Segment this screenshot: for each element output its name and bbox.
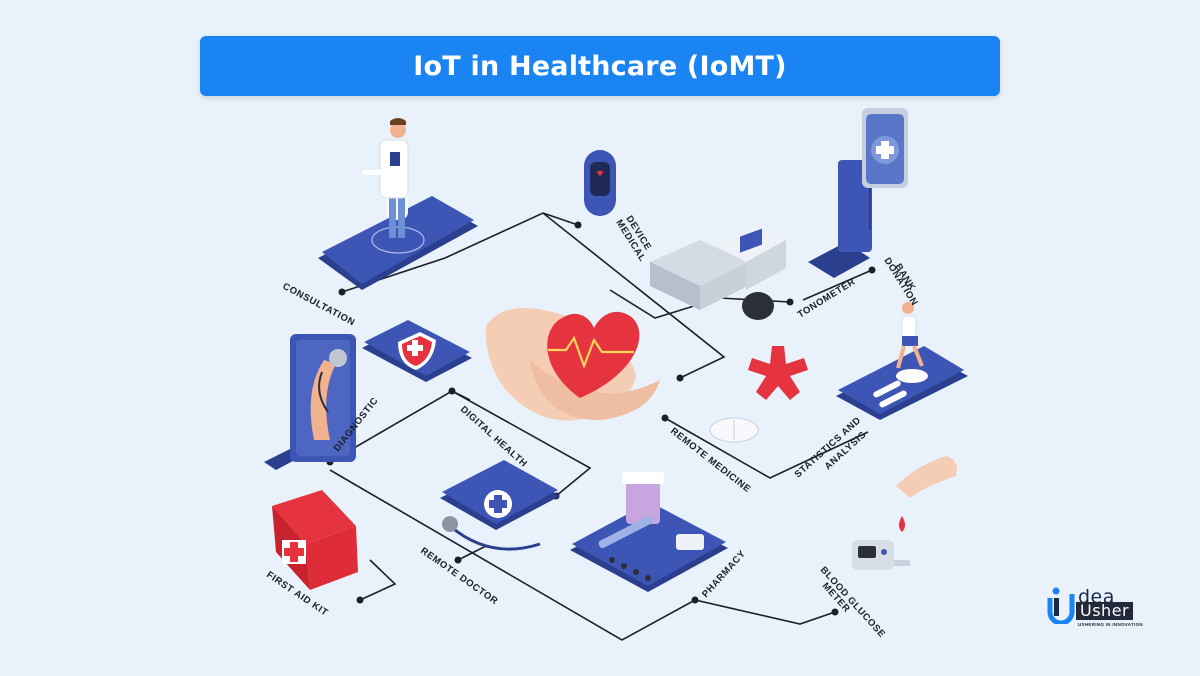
consultation-tablet-illustration [318,118,478,290]
connector-lines [329,212,873,641]
node-dot [868,266,876,274]
label-consultation: CONSULTATION [281,281,357,329]
line-first-aid [359,559,397,601]
node-dot [786,298,794,306]
line-medical-device [542,212,579,226]
logo-word-usher: Usher [1076,602,1134,620]
remote-medicine-illustration [709,346,808,443]
blood-glucose-meter-illustration [852,456,957,570]
idea-usher-logo: dea Usher USHERING IN INNOVATION [1046,584,1156,630]
node-dot [831,608,839,616]
logo-tagline: USHERING IN INNOVATION [1078,622,1143,627]
pharmacy-illustration [570,472,728,592]
donation-bank-illustration [808,108,908,278]
logo-mark-icon [1047,587,1075,624]
diagnostic-illustration [264,334,356,470]
line-diagnostic [329,390,592,497]
label-remote-doctor: REMOTE DOCTOR [418,545,500,607]
line-donation [802,269,873,301]
line-remote-doc-dot [457,545,487,561]
tonometer-illustration [650,226,786,320]
node-dot [338,288,346,296]
node-dot [574,221,582,229]
medical-device-illustration [584,150,616,216]
first-aid-kit-illustration [272,490,358,590]
label-blood-glucose-line1: BLOOD GLUCOSE [818,565,888,641]
node-dot [691,596,699,604]
digital-health-illustration [362,320,472,382]
heart-in-hands-illustration [485,308,660,421]
page-title: IoT in Healthcare (IoMT) [413,50,787,82]
node-dot [454,556,462,564]
statistics-analysis-illustration [836,302,968,420]
title-banner: IoT in Healthcare (IoMT) [200,36,1000,96]
node-dot [356,596,364,604]
node-dot [676,374,684,382]
remote-doctor-illustration [440,460,560,551]
line-remote-medicine [664,417,869,479]
node-dot [448,387,456,395]
node-dot [661,414,669,422]
